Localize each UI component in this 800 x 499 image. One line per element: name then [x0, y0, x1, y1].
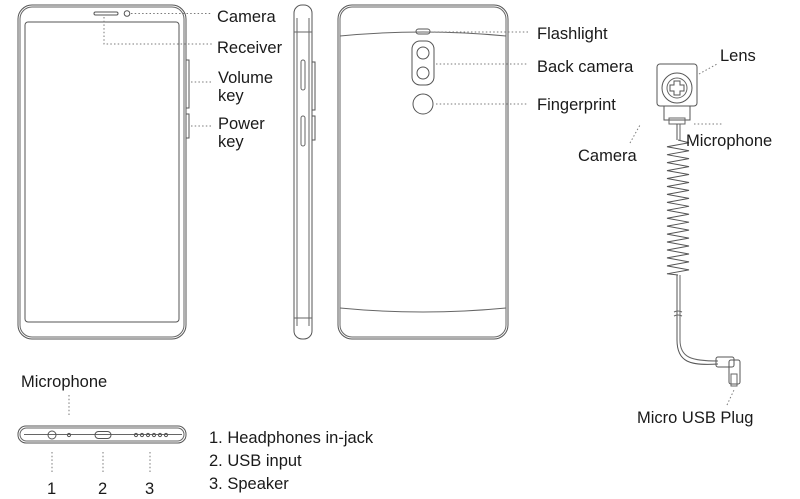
legend-item-1: 1. Headphones in-jack: [209, 429, 374, 447]
label-microphone-bottom: Microphone: [21, 373, 107, 391]
headphone-jack: [47, 430, 57, 440]
micro-usb-plug-body: [715, 356, 735, 368]
label-receiver: Receiver: [217, 39, 283, 57]
camera-lens: [661, 72, 693, 104]
flashlight-led: [415, 28, 431, 35]
label-flashlight: Flashlight: [537, 25, 608, 43]
side-volume-key: [311, 61, 316, 111]
legend-item-2: 2. USB input: [209, 452, 302, 470]
port-number-3: 3: [145, 480, 154, 498]
label-micro-usb-plug: Micro USB Plug: [637, 409, 753, 427]
label-fingerprint: Fingerprint: [537, 96, 616, 114]
phone-side-view: [293, 4, 316, 340]
speaker-grille: [133, 432, 169, 438]
legend-item-3: 3. Speaker: [209, 475, 289, 493]
fingerprint-sensor: [412, 93, 434, 115]
label-camera-front: Camera: [217, 8, 277, 26]
labels: Camera Receiver Volume key Power key Fla…: [21, 8, 772, 498]
label-camera-module: Camera: [578, 147, 638, 165]
phone-back-view: [337, 4, 509, 340]
phone-front-view: [17, 4, 190, 340]
coiled-cable: [666, 139, 690, 276]
phone-bottom-view: [17, 395, 187, 472]
callout-lines: [103, 13, 735, 406]
front-camera-lens: [123, 10, 131, 17]
side-power-key: [311, 115, 316, 141]
receiver-slot: [93, 11, 119, 16]
back-camera-module: [411, 40, 435, 86]
usb-port: [94, 431, 112, 439]
label-lens: Lens: [720, 47, 756, 65]
volume-key: [185, 59, 190, 109]
label-microphone-module: Microphone: [686, 132, 772, 150]
label-volume-key-2: key: [218, 87, 244, 105]
power-key: [185, 113, 190, 139]
label-power-key-2: key: [218, 133, 244, 151]
label-volume-key-1: Volume: [218, 69, 273, 87]
port-number-2: 2: [98, 480, 107, 498]
label-back-camera: Back camera: [537, 58, 634, 76]
spy-camera-module: [656, 63, 741, 387]
label-power-key-1: Power: [218, 115, 265, 133]
bottom-microphone-hole: [66, 432, 72, 438]
port-number-1: 1: [47, 480, 56, 498]
